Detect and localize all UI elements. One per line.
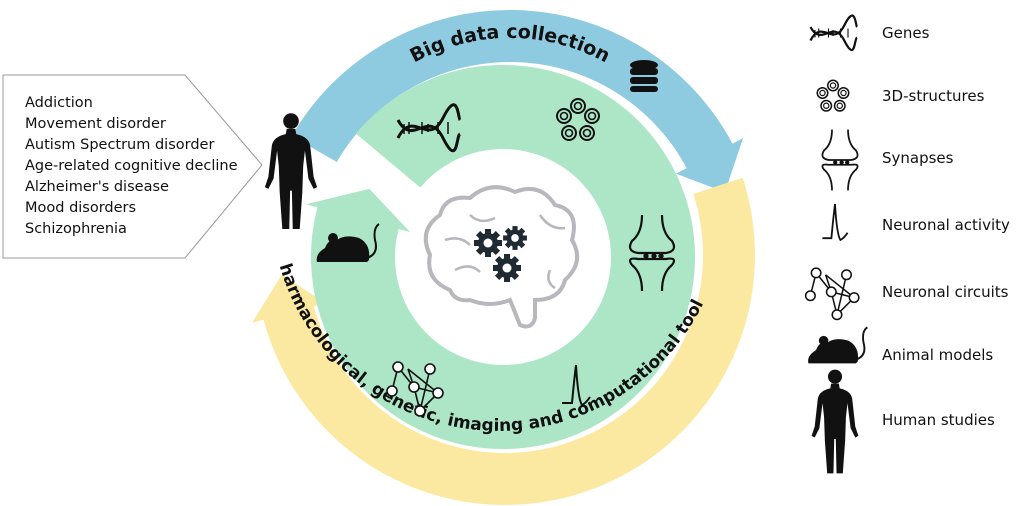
big-data-arrow (291, 9, 744, 193)
legend-network-icon (804, 267, 860, 321)
legend-human-icon (811, 369, 859, 474)
gears-icon (474, 226, 527, 282)
brain-icon (423, 185, 580, 329)
legend-label: Animal models (882, 346, 994, 364)
condition-item: Autism Spectrum disorder (25, 137, 215, 153)
condition-item: Movement disorder (25, 116, 166, 132)
legend-label: Human studies (882, 411, 995, 429)
legend-mouse-icon (807, 326, 869, 365)
legend-protein-icon (817, 80, 849, 111)
legend-spike-icon (821, 203, 849, 241)
legend-label: Synapses (882, 149, 954, 167)
research-cycle-ring (305, 65, 696, 450)
tools-arrow (251, 177, 756, 506)
legend-label: Neuronal circuits (882, 283, 1009, 301)
condition-item: Alzheimer's disease (25, 179, 169, 195)
condition-item: Mood disorders (25, 200, 137, 216)
legend-label: Genes (882, 24, 930, 42)
legend-synapse-icon (821, 128, 859, 192)
legend-label: Neuronal activity (882, 216, 1010, 234)
conditions-box (2, 74, 263, 259)
condition-item: Addiction (25, 95, 93, 111)
database-icon (630, 60, 658, 92)
condition-item: Schizophrenia (25, 221, 127, 237)
legend-icons (804, 14, 869, 474)
legend-dna-icon (809, 14, 859, 52)
condition-item: Age-related cognitive decline (25, 158, 238, 174)
legend-label: 3D-structures (882, 87, 985, 105)
